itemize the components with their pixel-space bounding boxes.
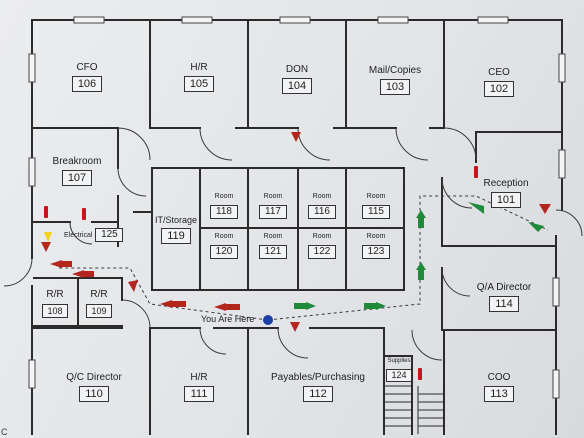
room-label-104: DON 104	[282, 64, 312, 94]
room-label-118: Room 118	[206, 192, 242, 219]
room-name: COO	[487, 372, 511, 383]
room-number: 124	[386, 369, 412, 382]
room-label-102: CEO 102	[484, 67, 514, 97]
room-label-101: Reception 101	[480, 178, 532, 208]
fire-extinguisher-icon	[82, 208, 86, 220]
exit-marker-reception	[539, 204, 551, 214]
room-label-113: COO 113	[484, 372, 514, 402]
room-label-122: Room 122	[304, 232, 340, 259]
room-label-115: Room 115	[358, 192, 394, 219]
room-number: 106	[72, 76, 102, 92]
room-number: 113	[484, 386, 514, 402]
walls	[31, 19, 563, 435]
room-label-125: Electrical 125	[64, 228, 124, 242]
room-name: Room	[214, 193, 234, 200]
room-number: 110	[79, 386, 109, 402]
room-name: R/R	[90, 289, 108, 300]
room-number: 115	[362, 205, 390, 219]
room-name: Breakroom	[52, 156, 102, 167]
room-label-103: Mail/Copies 103	[356, 65, 434, 95]
room-number: 104	[282, 78, 312, 94]
stairwell	[384, 385, 444, 434]
room-label-114: Q/A Director 114	[466, 282, 542, 312]
room-label-110: Q/C Director 110	[56, 372, 132, 402]
room-name: H/R	[190, 372, 208, 383]
you-are-here-label: You Are Here	[201, 314, 255, 324]
room-label-108: R/R 108	[40, 289, 70, 319]
room-number: 112	[303, 386, 333, 402]
room-name: Q/A Director	[476, 282, 532, 293]
fire-extinguisher-icon	[418, 368, 422, 380]
room-label-121: Room 121	[255, 232, 291, 259]
room-label-124: Supplies 124	[386, 357, 412, 383]
room-name: CFO	[76, 62, 98, 73]
room-label-109: R/R 109	[84, 289, 114, 319]
room-number: 120	[210, 245, 238, 259]
room-number: 114	[489, 296, 519, 312]
room-number: 123	[362, 245, 390, 259]
room-number: 122	[308, 245, 336, 259]
room-label-111: H/R 111	[184, 372, 214, 402]
room-name: H/R	[190, 62, 208, 73]
exit-marker-bottom	[290, 322, 300, 332]
room-label-119: IT/Storage 119	[154, 214, 198, 244]
room-number: 117	[259, 205, 287, 219]
room-number: 111	[184, 386, 214, 402]
room-label-116: Room 116	[304, 192, 340, 219]
corner-text: C	[1, 427, 8, 437]
room-label-106: CFO 106	[72, 62, 102, 92]
room-name: Mail/Copies	[368, 65, 422, 76]
room-number: 119	[161, 228, 191, 244]
you-are-here-marker	[263, 315, 273, 325]
room-name: Room	[366, 193, 386, 200]
room-label-107: Breakroom 107	[50, 156, 104, 186]
room-name: Q/C Director	[66, 372, 122, 383]
room-name: Electrical	[64, 231, 93, 239]
room-name: Room	[214, 233, 234, 240]
room-label-123: Room 123	[358, 232, 394, 259]
room-name: Reception	[483, 178, 529, 189]
room-number: 102	[484, 81, 514, 97]
room-label-120: Room 120	[206, 232, 242, 259]
fire-extinguisher-icon	[474, 166, 478, 178]
exit-marker-top	[291, 132, 301, 142]
room-name: Room	[263, 193, 283, 200]
room-number: 125	[95, 228, 124, 242]
room-number: 101	[491, 192, 521, 208]
room-name: IT/Storage	[154, 215, 198, 225]
room-name: Room	[312, 193, 332, 200]
room-label-105: H/R 105	[184, 62, 214, 92]
fire-extinguisher-icon	[44, 206, 48, 218]
room-name: Room	[366, 233, 386, 240]
room-name: Payables/Purchasing	[271, 372, 365, 383]
exit-marker-left	[41, 242, 51, 252]
room-number: 121	[259, 245, 287, 259]
room-label-112: Payables/Purchasing 112	[262, 372, 374, 402]
room-name: Supplies	[387, 358, 411, 364]
room-label-117: Room 117	[255, 192, 291, 219]
room-name: Room	[263, 233, 283, 240]
room-number: 107	[62, 170, 92, 186]
room-number: 118	[210, 205, 238, 219]
room-name: Room	[312, 233, 332, 240]
room-number: 105	[184, 76, 214, 92]
room-number: 116	[308, 205, 336, 219]
room-name: R/R	[46, 289, 64, 300]
map-markers	[41, 132, 551, 380]
room-number: 103	[380, 79, 410, 95]
room-number: 109	[86, 304, 112, 318]
room-name: DON	[285, 64, 309, 75]
warning-icon	[44, 232, 52, 242]
room-name: CEO	[488, 67, 510, 78]
windows	[28, 16, 566, 399]
room-number: 108	[42, 304, 68, 318]
